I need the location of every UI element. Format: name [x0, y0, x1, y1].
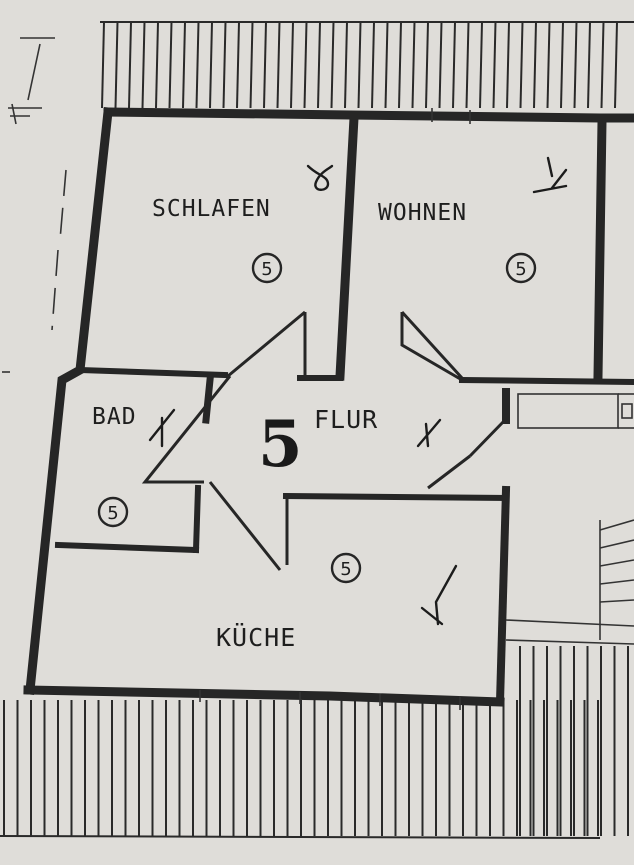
- handwritten-marks: [148, 156, 568, 626]
- railing-bar: [290, 21, 294, 109]
- railing-bar: [114, 21, 119, 109]
- railing-bar: [209, 21, 213, 109]
- top-balcony-railing: [101, 21, 618, 109]
- check-mark-flur: [416, 418, 442, 448]
- room-label-flur: FLUR: [314, 405, 378, 434]
- fixtures: [199, 108, 634, 710]
- bottom-railing-edge: [0, 835, 601, 839]
- marker-schlafen-label: 5: [261, 259, 272, 280]
- railing-bar: [263, 21, 267, 109]
- dimension-lines: [2, 37, 67, 373]
- room-label-kueche: KÜCHE: [216, 623, 296, 652]
- marker-bad: 5: [97, 496, 129, 528]
- railing-bar: [573, 21, 578, 109]
- railing-bar: [141, 21, 146, 109]
- railing-bar: [479, 21, 483, 109]
- railing-bar: [182, 21, 186, 109]
- railing-bar: [168, 21, 173, 109]
- railing-bar: [465, 21, 470, 109]
- marker-kueche-label: 5: [340, 559, 351, 580]
- check-mark-schlafen: [306, 164, 334, 191]
- railing-bar: [303, 21, 308, 109]
- railing-bar: [371, 21, 375, 109]
- walls: [23, 107, 634, 707]
- railing-bar: [357, 21, 362, 109]
- railing-bar: [425, 21, 429, 109]
- railing-bar: [384, 21, 389, 109]
- railing-bar: [101, 21, 105, 109]
- railing-bar: [546, 21, 551, 109]
- railing-bar: [492, 21, 497, 109]
- check-mark-wohnen: [532, 156, 568, 194]
- railing-bar: [276, 21, 281, 109]
- check-mark-kueche: [420, 564, 458, 626]
- railing-bar: [155, 21, 159, 109]
- railing-bar: [195, 21, 200, 109]
- room-label-schlafen: SCHLAFEN: [152, 196, 271, 222]
- check-mark-bad: [148, 408, 176, 448]
- railing-bar: [600, 21, 605, 109]
- railing-bar: [398, 21, 402, 109]
- railing-bar: [452, 21, 456, 109]
- marker-schlafen: 5: [251, 252, 283, 284]
- railing-bar: [438, 21, 443, 109]
- railing-bar: [560, 21, 564, 109]
- railing-bar: [411, 21, 416, 109]
- railing-bar: [587, 21, 591, 109]
- railing-bar: [519, 21, 524, 109]
- railing-bar: [222, 21, 227, 109]
- marker-kueche: 5: [330, 552, 362, 584]
- railing-bar: [533, 21, 537, 109]
- railing-bar: [344, 21, 348, 109]
- stair-railing: [519, 646, 629, 836]
- marker-wohnen-label: 5: [515, 259, 526, 280]
- unit-number: 5: [258, 407, 303, 482]
- railing-bar: [128, 21, 132, 109]
- marker-bad-label: 5: [107, 503, 118, 524]
- room-label-bad: BAD: [92, 404, 137, 430]
- marker-wohnen: 5: [505, 252, 537, 284]
- railing-bar: [249, 21, 254, 109]
- railing-bar: [236, 21, 240, 109]
- room-label-wohnen: WOHNEN: [378, 200, 467, 226]
- railing-bar: [614, 21, 618, 109]
- railing-bar: [317, 21, 321, 109]
- railing-bar: [330, 21, 335, 109]
- flur-arrow-outline: [141, 310, 507, 571]
- bottom-balcony-railing: [3, 700, 599, 836]
- railing-bar: [506, 21, 510, 109]
